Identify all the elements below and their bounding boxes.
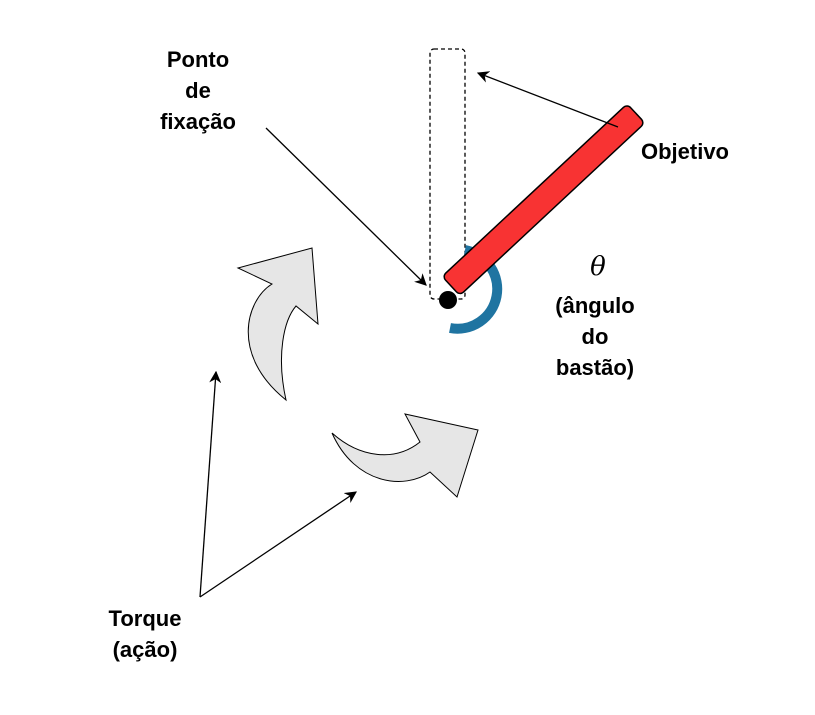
angle-label-line-3: bastão): [555, 355, 635, 380]
angle-label-line-1: (ângulo: [555, 293, 635, 318]
pivot-pointer-arrow: [265, 127, 427, 286]
torque-arrow-lower: [331, 413, 479, 498]
torque-label-line-2: (ação): [112, 637, 178, 662]
angle-label-line-2: do: [581, 324, 609, 349]
torque-pointer-arrow-right: [199, 491, 357, 598]
pivot-label: Ponto de fixação: [130, 44, 266, 137]
goal-label: Objetivo: [640, 139, 729, 164]
pivot-point: [439, 291, 457, 309]
torque-pointer-arrow-up: [199, 370, 222, 598]
torque-arrow-upper: [236, 247, 319, 402]
pivot-label-line-3: fixação: [160, 109, 236, 134]
pivot-label-line-1: Ponto: [166, 47, 230, 72]
pole: [443, 105, 644, 295]
pivot-label-line-2: de: [185, 78, 211, 103]
theta-symbol: θ: [590, 252, 606, 282]
torque-label-line-1: Torque: [108, 606, 182, 631]
angle-label: (ângulo do bastão): [530, 290, 660, 383]
torque-label: Torque (ação): [85, 603, 205, 665]
goal-pointer-arrow: [476, 71, 619, 128]
